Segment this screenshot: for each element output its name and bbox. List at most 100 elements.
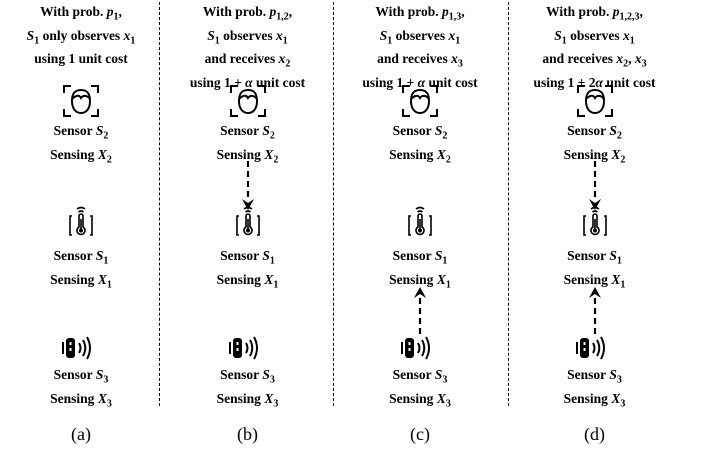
math-variable: p [612, 4, 620, 19]
math-variable: X [97, 271, 107, 287]
subscript: 2 [445, 154, 451, 166]
math-variable: X [264, 271, 274, 287]
math-variable: X [611, 271, 621, 287]
sensing-variable: Sensing X2 [162, 146, 333, 170]
panel-caption: (b) [237, 424, 258, 444]
math-variable: x [276, 27, 283, 43]
subscript: 3 [103, 374, 109, 386]
header-line: S1 observes x1 [162, 27, 333, 51]
face-scan-icon [229, 85, 266, 117]
math-variable: S [609, 248, 617, 263]
text: Sensor [392, 248, 435, 263]
header-line: With prob. p1,2, [162, 3, 333, 27]
text: With prob. [40, 4, 107, 19]
panel-divider [333, 2, 334, 406]
header-line: S1 observes x1 [507, 27, 682, 51]
subscript: 2 [106, 154, 112, 166]
text: Sensing [389, 390, 437, 406]
text: and receives [204, 51, 279, 67]
subscript: 1 [561, 35, 567, 47]
math-variable: x [623, 27, 630, 43]
subscript: 1 [113, 11, 119, 23]
subscript: 3 [616, 374, 622, 386]
text: Sensing [50, 390, 98, 406]
sensor-name: Sensor S2 [0, 122, 162, 146]
subscript: 3 [442, 374, 448, 386]
text: Sensing [216, 146, 265, 162]
math-variable: p [442, 4, 449, 19]
subscript: 2 [616, 130, 622, 142]
subscript: 2 [273, 154, 279, 166]
subscript: 2 [285, 59, 291, 71]
panel-caption: (d) [584, 424, 605, 444]
header-line: and receives x3 [333, 50, 507, 74]
math-variable: S [379, 27, 388, 43]
text: Sensing [563, 390, 612, 406]
math-variable: X [436, 390, 446, 406]
sensing-variable: Sensing X1 [333, 271, 507, 295]
sensing-variable: Sensing X2 [0, 146, 162, 170]
header-line: and receives x2 [162, 50, 333, 74]
sensor-name: Sensor S3 [0, 366, 162, 390]
sensor-name: Sensor S1 [162, 247, 333, 271]
text: With prob. [375, 4, 443, 19]
text: and receives [542, 51, 617, 67]
subscript: 3 [106, 398, 112, 410]
subscript: 1 [34, 35, 40, 47]
vibration-sensor-icon [575, 336, 605, 360]
sensing-variable: Sensing X2 [507, 146, 682, 170]
subscript: 3 [273, 398, 279, 410]
header-line: using 1 + α unit cost [162, 74, 333, 92]
math-variable: X [611, 390, 621, 406]
face-scan-icon [576, 85, 613, 117]
panel-divider [508, 2, 509, 406]
sensor-name: Sensor S2 [507, 122, 682, 146]
math-variable: p [269, 4, 277, 19]
text: , [118, 4, 122, 19]
subscript: 2 [103, 130, 109, 142]
header-line: S1 only observes x1 [0, 27, 162, 51]
subscript: 3 [269, 374, 275, 386]
math-variable: X [436, 146, 446, 162]
subscript: 1 [445, 279, 451, 291]
sensor-name: Sensor S1 [0, 247, 162, 271]
math-variable: X [264, 146, 274, 162]
math-variable: S [262, 123, 270, 138]
sensor-name: Sensor S3 [333, 366, 507, 390]
subscript: 1 [214, 35, 220, 47]
math-variable: S [434, 248, 443, 263]
subscript: 1 [629, 35, 635, 47]
text: , [628, 51, 635, 67]
sensing-variable: Sensing X1 [0, 271, 162, 295]
text: Sensor [392, 367, 435, 382]
subscript: 1 [455, 35, 461, 47]
text: using 1 + [189, 75, 246, 91]
panel-divider [159, 2, 160, 406]
subscript: 1 [387, 35, 393, 47]
math-variable: S [609, 123, 617, 138]
subscript: 1,2,3 [619, 11, 640, 23]
thermometer-sensor-icon [69, 206, 93, 236]
subscript: 1 [616, 255, 622, 267]
math-variable: S [95, 367, 104, 382]
vibration-sensor-icon [62, 336, 91, 360]
text: Sensing [563, 146, 612, 162]
text: Sensing [50, 146, 98, 162]
header-line: With prob. p1,3, [333, 3, 507, 27]
subscript: 3 [457, 59, 463, 71]
math-variable: X [97, 146, 107, 162]
math-variable: S [554, 27, 562, 43]
text: With prob. [202, 4, 270, 19]
